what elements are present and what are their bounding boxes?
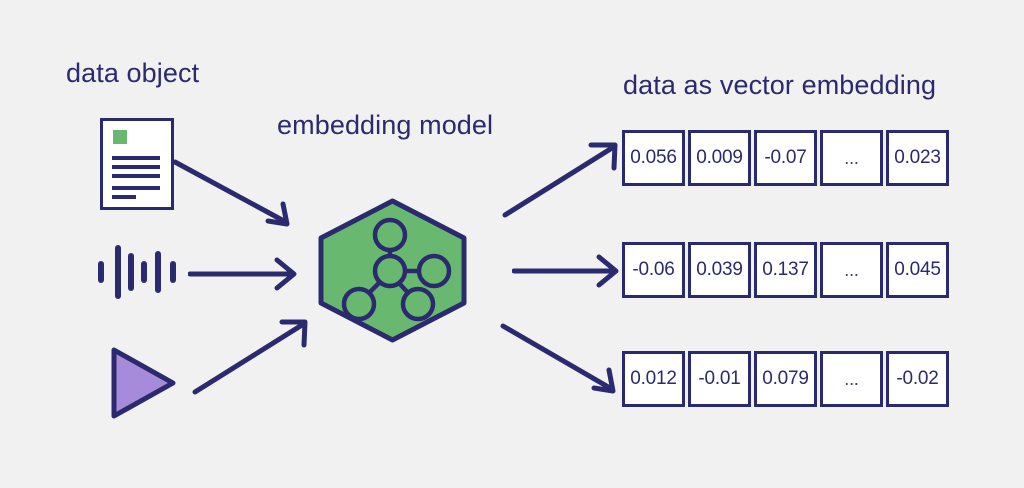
vector-cell-ellipsis: ...: [820, 242, 883, 298]
waveform-bar: [141, 261, 147, 283]
vector-cell: 0.023: [886, 130, 949, 186]
document-text-line: [112, 174, 160, 178]
document-text-line-short: [112, 195, 136, 199]
network-node-bottom-right: [400, 286, 436, 322]
vector-embedding-row: 0.056 0.009 -0.07 ... 0.023: [622, 130, 949, 186]
waveform-bar: [115, 245, 121, 299]
document-text-line: [112, 186, 160, 190]
arrow-video-to-model-icon: [192, 318, 310, 396]
arrow-model-to-vector-3-icon: [500, 322, 620, 398]
page-title-embedding-model: embedding model: [277, 110, 494, 140]
network-node-center: [372, 253, 408, 289]
network-node-bottom-left: [341, 286, 377, 322]
document-page-shape: [100, 118, 174, 210]
arrow-model-to-vector-1-icon: [502, 142, 620, 220]
waveform-bar: [155, 251, 161, 293]
vector-embedding-row: 0.012 -0.01 0.079 ... -0.02: [622, 351, 949, 407]
vector-cell: 0.039: [688, 242, 751, 298]
waveform-bar: [170, 261, 176, 283]
page-title-vector-embedding: data as vector embedding: [623, 70, 937, 100]
document-text-line: [112, 156, 160, 160]
vector-cell: -0.06: [622, 242, 685, 298]
arrow-audio-to-model-icon: [187, 252, 300, 296]
document-accent-square: [113, 130, 127, 144]
audio-waveform-icon: [98, 243, 180, 301]
document-text-line: [112, 165, 160, 169]
vector-cell: 0.045: [886, 242, 949, 298]
vector-cell: 0.137: [754, 242, 817, 298]
play-triangle-icon: [108, 345, 178, 421]
vector-cell: -0.02: [886, 351, 949, 407]
vector-embedding-row: -0.06 0.039 0.137 ... 0.045: [622, 242, 949, 298]
waveform-bar: [98, 261, 104, 283]
vector-cell: -0.01: [688, 351, 751, 407]
vector-cell: 0.012: [622, 351, 685, 407]
network-node-top: [372, 217, 408, 253]
vector-cell: -0.07: [754, 130, 817, 186]
vector-cell-ellipsis: ...: [820, 351, 883, 407]
vector-cell-ellipsis: ...: [820, 130, 883, 186]
arrow-document-to-model-icon: [172, 158, 294, 230]
document-icon: [100, 118, 174, 210]
vector-cell: 0.056: [622, 130, 685, 186]
waveform-bar: [128, 253, 134, 291]
network-node-right: [416, 253, 452, 289]
vector-cell: 0.079: [754, 351, 817, 407]
vector-cell: 0.009: [688, 130, 751, 186]
arrow-model-to-vector-2-icon: [511, 250, 622, 292]
page-title-data-object: data object: [66, 58, 200, 88]
embedding-model-hexagon: [315, 198, 470, 343]
